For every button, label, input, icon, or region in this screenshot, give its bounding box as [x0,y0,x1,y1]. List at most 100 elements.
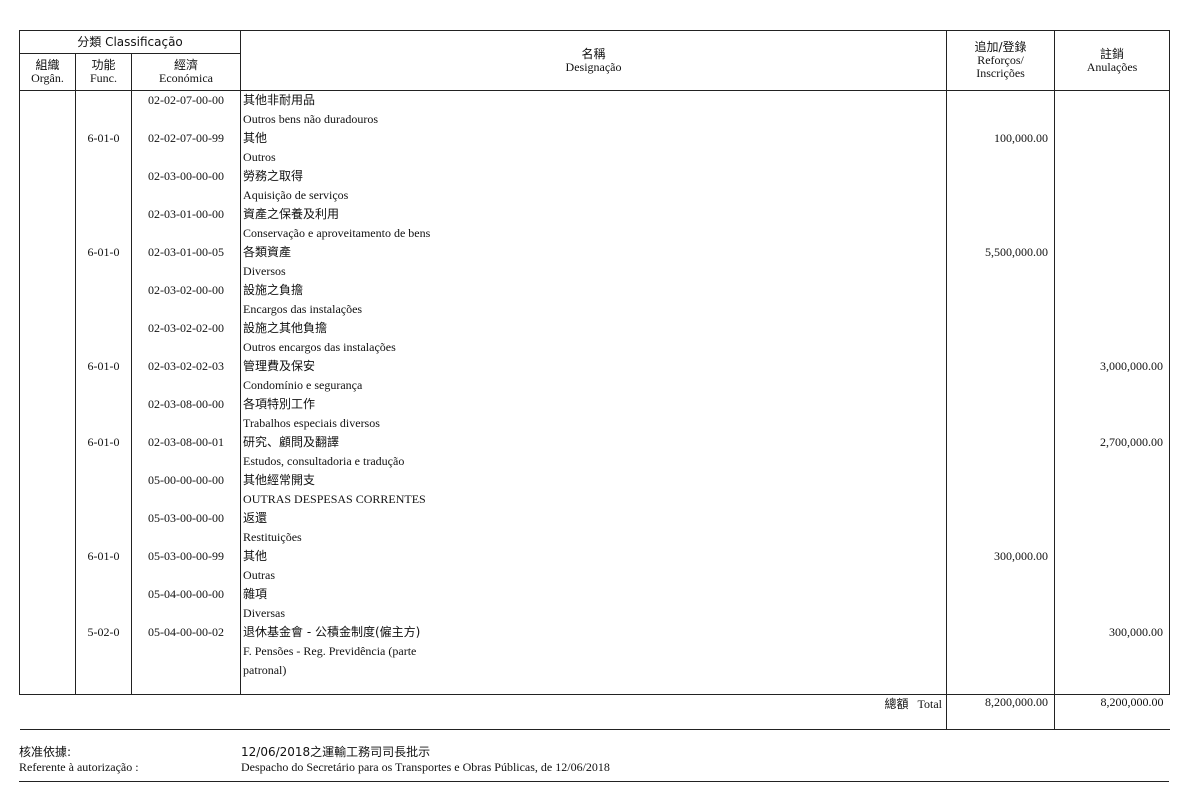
economic-header: 經濟 Económica [130,53,242,91]
organ-cell [19,604,76,623]
empty-cell [1054,680,1171,695]
table-row: F. Pensões - Reg. Previdência (parte [19,642,1171,661]
table-row: patronal) [19,661,1171,680]
reinforcement-amount-cell [946,471,1056,490]
total-annulments: 8,200,000.00 [1054,694,1170,730]
economic-code-cell [130,661,242,680]
reinforcement-amount-cell [946,148,1056,167]
function-code-cell [75,319,132,338]
organ-cell [19,452,76,471]
reinforcement-amount-cell [946,186,1056,205]
organ-cell [19,509,76,528]
economic-code-cell [130,566,242,585]
annulment-amount-cell [1054,528,1171,547]
organ-cell [19,471,76,490]
designation-zh-cell: 各項特別工作 [240,395,948,414]
reinforcement-amount-cell [946,395,1056,414]
organ-cell [19,433,76,452]
table-row: OUTRAS DESPESAS CORRENTES [19,490,1171,509]
designation-pt-cell: Outros encargos das instalações [240,338,948,357]
economic-code-cell [130,490,242,509]
designation-zh-cell: 研究、顧問及翻譯 [240,433,948,452]
designation-pt-cell: F. Pensões - Reg. Previdência (parte [240,642,948,661]
economic-code-cell [130,414,242,433]
designation-pt-cell: patronal) [240,661,948,680]
table-row: Diversas [19,604,1171,623]
reinforcement-amount-cell [946,566,1056,585]
reinforcements-header: 追加/登錄 Reforços/ Inscrições [946,30,1056,91]
empty-cell [240,680,948,695]
footer-rule [19,781,1169,782]
economic-code-cell [130,604,242,623]
function-code-cell: 6-01-0 [75,547,132,566]
designation-zh-cell: 管理費及保安 [240,357,948,376]
economic-code-cell [130,528,242,547]
annulment-amount-cell [1054,319,1171,338]
organ-cell [19,205,76,224]
organ-cell [19,528,76,547]
function-code-cell [75,642,132,661]
function-code-cell [75,471,132,490]
reinforcement-amount-cell [946,414,1056,433]
designation-zh-cell: 各類資產 [240,243,948,262]
organ-header: 組織 Orgân. [19,53,76,91]
table-row: Conservação e aproveitamento de bens [19,224,1171,243]
organ-cell [19,357,76,376]
organ-cell [19,319,76,338]
economic-code-cell: 02-03-02-02-03 [130,357,242,376]
organ-cell [19,224,76,243]
annulment-amount-cell [1054,566,1171,585]
reinforcement-amount-cell [946,319,1056,338]
function-code-cell: 5-02-0 [75,623,132,642]
reinforcement-amount-cell [946,433,1056,452]
reinforcement-amount-cell [946,224,1056,243]
reinforcement-amount-cell [946,338,1056,357]
organ-cell [19,262,76,281]
annulment-amount-cell [1054,338,1171,357]
annulment-amount-cell [1054,395,1171,414]
organ-cell [19,547,76,566]
annulment-amount-cell [1054,661,1171,680]
designation-zh-cell: 其他 [240,547,948,566]
designation-pt-cell: Estudos, consultadoria e tradução [240,452,948,471]
organ-cell [19,148,76,167]
table-row: Outros encargos das instalações [19,338,1171,357]
reinforcement-amount-cell [946,623,1056,642]
designation-zh-cell: 雜項 [240,585,948,604]
reinforcement-amount-cell [946,585,1056,604]
annulment-amount-cell [1054,148,1171,167]
function-code-cell [75,262,132,281]
designation-pt-cell: Condomínio e segurança [240,376,948,395]
total-reinforcements: 8,200,000.00 [946,694,1056,730]
economic-code-cell [130,642,242,661]
organ-cell [19,281,76,300]
reinforcement-amount-cell [946,357,1056,376]
designation-zh-cell: 退休基金會 - 公積金制度(僱主方) [240,623,948,642]
empty-cell [75,680,132,695]
economic-code-cell [130,148,242,167]
function-code-cell: 6-01-0 [75,357,132,376]
economic-code-cell [130,376,242,395]
table-row: Encargos das instalações [19,300,1171,319]
designation-zh-cell: 資產之保養及利用 [240,205,948,224]
economic-code-cell [130,300,242,319]
function-code-cell [75,395,132,414]
designation-pt-cell: Outras [240,566,948,585]
table-row [19,680,1171,695]
reinforcement-amount-cell [946,604,1056,623]
reinforcement-amount-cell [946,490,1056,509]
designation-pt-cell: Aquisição de serviços [240,186,948,205]
annulment-amount-cell: 2,700,000.00 [1054,433,1171,452]
function-code-cell [75,604,132,623]
table-row: Restituições [19,528,1171,547]
reinforcement-amount-cell [946,452,1056,471]
function-code-cell [75,90,132,110]
organ-cell [19,661,76,680]
annulment-amount-cell [1054,129,1171,148]
annulment-amount-cell: 3,000,000.00 [1054,357,1171,376]
reinforcement-amount-cell [946,167,1056,186]
